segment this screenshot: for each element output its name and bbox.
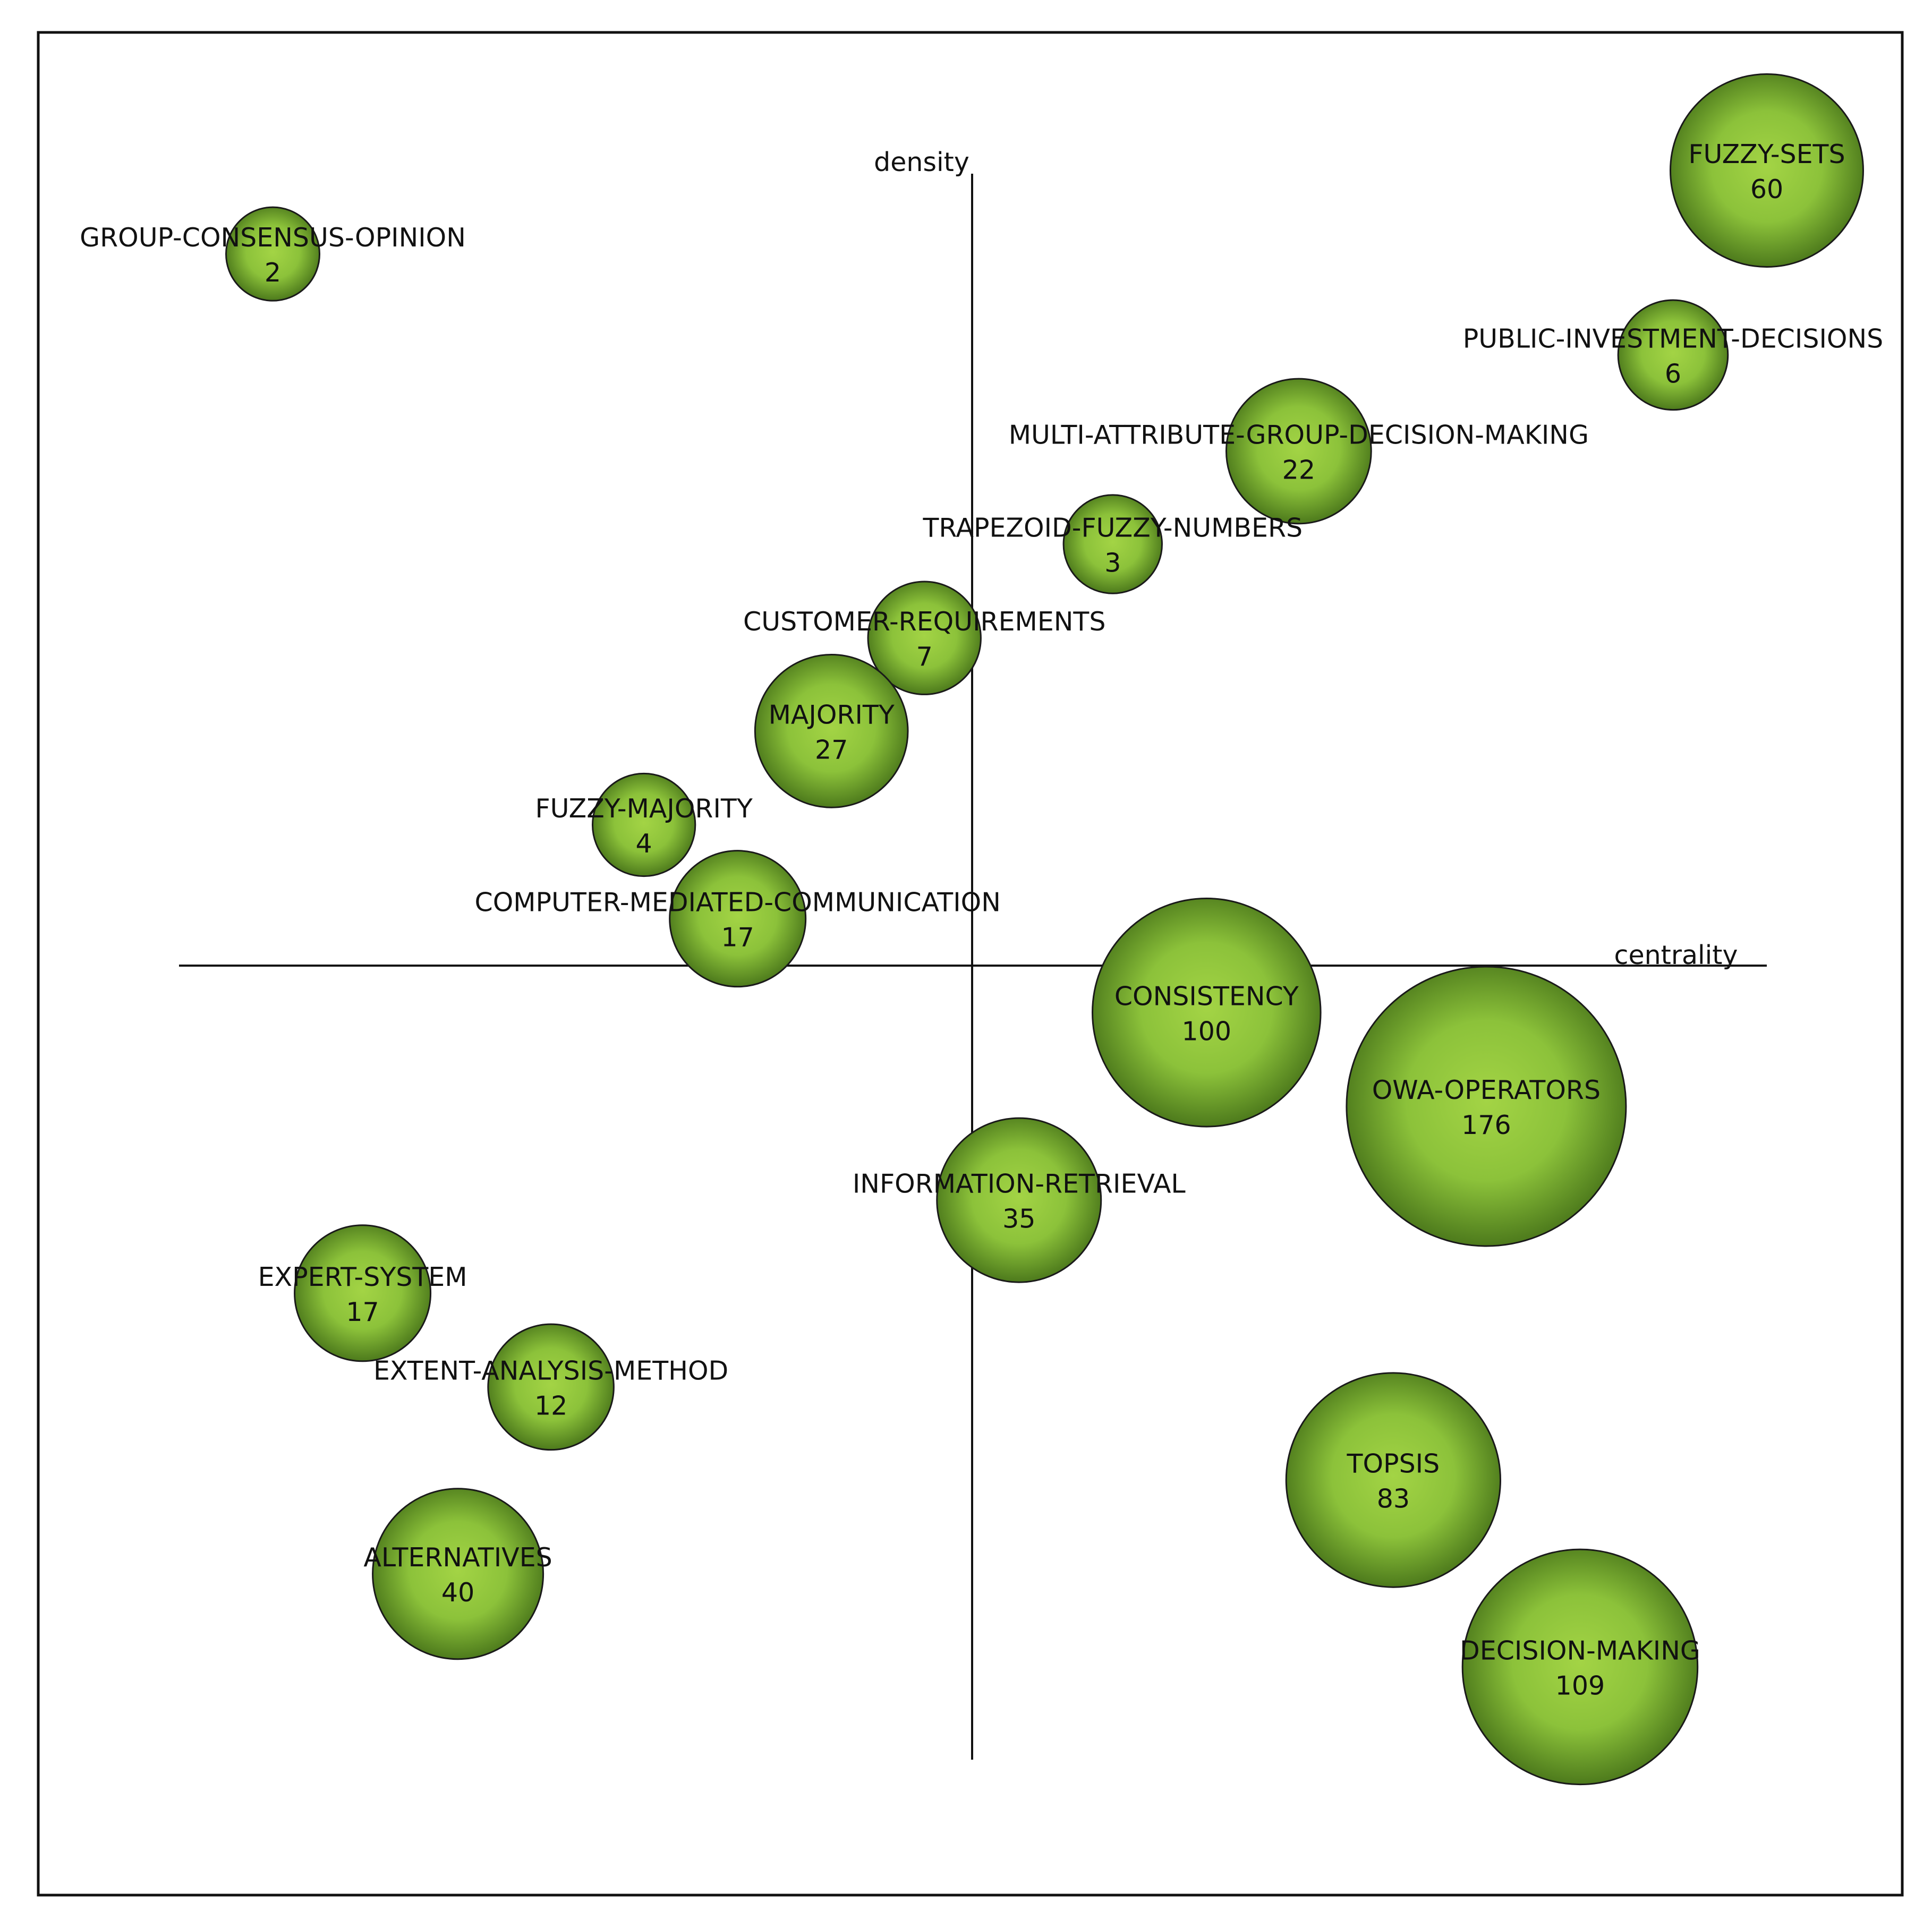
- bubble-circle: [669, 850, 807, 988]
- bubble-circle: [1617, 299, 1729, 411]
- bubble-circle: [1285, 1372, 1502, 1588]
- bubble-circle: [372, 1488, 544, 1660]
- theme-bubble: TOPSIS 83: [1285, 1372, 1502, 1588]
- bubble-value-label: 17: [721, 923, 754, 953]
- bubble-value-label: 2: [265, 258, 281, 288]
- bubble-label: CONSISTENCY: [1114, 981, 1299, 1011]
- bubble-value-label: 7: [916, 642, 933, 672]
- bubble-circle: [936, 1117, 1102, 1283]
- bubble-value-label: 27: [815, 735, 848, 765]
- bubble-label: OWA-OPERATORS: [1372, 1075, 1601, 1105]
- bubble-circle: [1092, 898, 1322, 1128]
- bubble-label: TOPSIS: [1347, 1449, 1440, 1479]
- x-axis-label: centrality: [1614, 940, 1738, 970]
- bubble-value-label: 4: [636, 829, 652, 859]
- theme-bubble: INFORMATION-RETRIEVAL 35: [853, 1117, 1186, 1283]
- bubble-label: FUZZY-SETS: [1688, 139, 1845, 169]
- theme-bubble: ALTERNATIVES 40: [363, 1488, 552, 1660]
- y-axis-label: density: [874, 147, 969, 177]
- bubble-label: ALTERNATIVES: [363, 1542, 552, 1573]
- bubble-label: TRAPEZOID-FUZZY-NUMBERS: [922, 513, 1303, 543]
- bubble-value-label: 109: [1555, 1670, 1605, 1701]
- bubble-circle: [867, 581, 982, 695]
- bubble-value-label: 83: [1377, 1484, 1410, 1514]
- bubble-value-label: 22: [1282, 455, 1315, 485]
- bubble-circle: [1346, 966, 1627, 1247]
- theme-bubble: CUSTOMER-REQUIREMENTS 7: [743, 581, 1105, 695]
- theme-bubble: COMPUTER-MEDIATED-COMMUNICATION 17: [474, 850, 1001, 988]
- theme-bubble: OWA-OPERATORS 176: [1346, 966, 1627, 1247]
- theme-bubble: FUZZY-SETS 60: [1670, 73, 1864, 268]
- bubble-label: DECISION-MAKING: [1460, 1635, 1700, 1666]
- theme-bubble: PUBLIC-INVESTMENT-DECISIONS 6: [1463, 299, 1884, 411]
- bubble-value-label: 3: [1104, 548, 1121, 578]
- bubble-label: MAJORITY: [769, 700, 895, 730]
- theme-bubble: EXPERT-SYSTEM 17: [258, 1224, 467, 1362]
- theme-bubble: TRAPEZOID-FUZZY-NUMBERS 3: [922, 494, 1303, 594]
- theme-bubble: CONSISTENCY 100: [1092, 898, 1322, 1128]
- bubble-label: FUZZY-MAJORITY: [535, 794, 753, 824]
- bubble-circle: [225, 206, 321, 302]
- bubble-circle: [1225, 378, 1372, 525]
- bubble-label: MULTI-ATTRIBUTE-GROUP-DECISION-MAKING: [1009, 420, 1589, 450]
- theme-bubble: EXTENT-ANALYSIS-METHOD 12: [373, 1323, 728, 1451]
- bubble-label: CUSTOMER-REQUIREMENTS: [743, 607, 1105, 637]
- theme-bubble: MAJORITY 27: [754, 654, 909, 808]
- theme-bubble: GROUP-CONSENSUS-OPINION 2: [80, 206, 466, 302]
- bubble-label: INFORMATION-RETRIEVAL: [853, 1169, 1186, 1199]
- bubble-circle: [754, 654, 909, 808]
- bubble-value-label: 100: [1182, 1016, 1232, 1046]
- bubble-label: GROUP-CONSENSUS-OPINION: [80, 223, 466, 253]
- bubble-circle: [1062, 494, 1163, 594]
- theme-bubble: MULTI-ATTRIBUTE-GROUP-DECISION-MAKING 22: [1009, 378, 1589, 525]
- bubble-circle: [1461, 1548, 1699, 1786]
- theme-bubble: FUZZY-MAJORITY 4: [535, 772, 753, 877]
- bubble-label: COMPUTER-MEDIATED-COMMUNICATION: [474, 888, 1000, 918]
- bubble-value-label: 12: [534, 1391, 567, 1421]
- bubble-circle: [294, 1224, 432, 1362]
- bubble-value-label: 176: [1461, 1110, 1511, 1140]
- bubble-value-label: 6: [1665, 359, 1681, 389]
- bubble-value-label: 35: [1002, 1204, 1035, 1234]
- bubble-label: PUBLIC-INVESTMENT-DECISIONS: [1463, 323, 1884, 354]
- bubble-circle: [487, 1323, 615, 1451]
- bubble-label: EXPERT-SYSTEM: [258, 1262, 467, 1292]
- bubble-value-label: 17: [346, 1297, 379, 1327]
- theme-bubble: DECISION-MAKING 109: [1460, 1548, 1700, 1786]
- bubble-value-label: 40: [441, 1577, 474, 1608]
- bubble-circle: [1670, 73, 1864, 268]
- bubble-value-label: 60: [1750, 174, 1783, 204]
- bubble-circle: [592, 772, 696, 877]
- bubble-label: EXTENT-ANALYSIS-METHOD: [373, 1355, 728, 1386]
